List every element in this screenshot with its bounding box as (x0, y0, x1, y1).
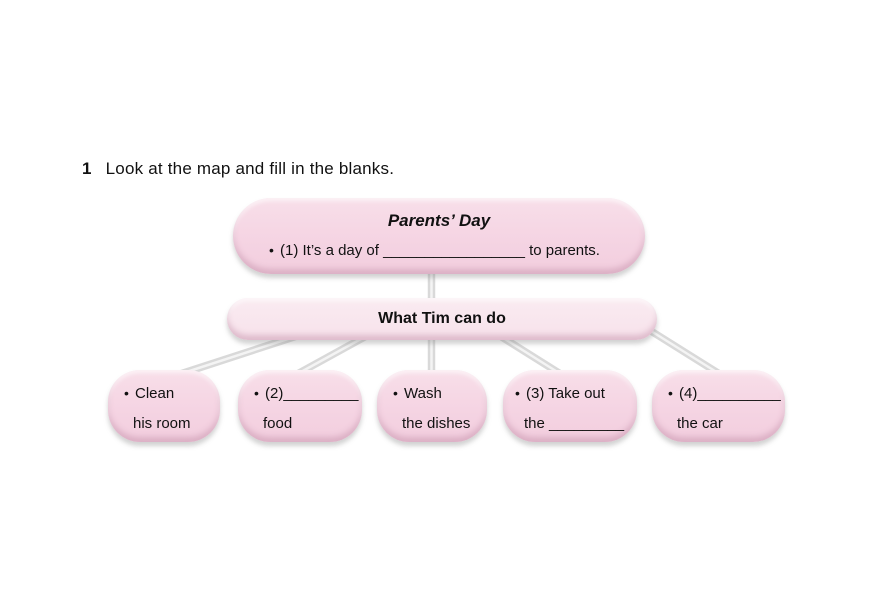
leaf-node-take-out-the-blank: • (3) Take out the _________ (503, 370, 637, 442)
exercise-heading: 1 Look at the map and fill in the blanks. (82, 158, 394, 180)
bullet-icon: • (515, 385, 520, 401)
connector-mid-to-leaf-5 (639, 322, 730, 382)
leaf-line-1: • (3) Take out (515, 378, 637, 409)
leaf-node-clean-his-room: • Clean his room (108, 370, 220, 442)
leaf-line-1: • (2)_________ (254, 378, 362, 409)
leaf-text: (2)_________ (265, 385, 359, 402)
mid-node-title: What Tim can do (378, 310, 506, 327)
leaf-line-1: • (4)__________ (668, 378, 785, 409)
bullet-icon: • (269, 242, 274, 258)
mid-node-what-tim-can-do: What Tim can do (227, 298, 657, 340)
leaf-text: Clean (135, 385, 175, 402)
leaf-line-2: the _________ (524, 415, 625, 432)
leaf-text: (3) Take out (526, 385, 605, 402)
leaf-node-blank-4-the-car: • (4)__________ the car (652, 370, 785, 442)
leaf-node-wash-the-dishes: • Wash the dishes (377, 370, 487, 442)
leaf-line-2: his room (133, 415, 191, 432)
leaf-text: Wash (404, 385, 442, 402)
leaf-line-1: • Wash (393, 378, 487, 409)
root-node-sentence: • (1) It’s a day of _________________ to … (233, 240, 645, 261)
root-node-title: Parents’ Day (387, 211, 491, 230)
leaf-text: (4)__________ (679, 385, 781, 402)
root-node-sentence-text: (1) It’s a day of _________________ to p… (280, 242, 600, 259)
leaf-line-2: the dishes (402, 415, 471, 432)
exercise-instruction: Look at the map and fill in the blanks. (105, 159, 395, 178)
bullet-icon: • (124, 385, 129, 401)
root-node-parents-day: Parents’ Day • (1) It’s a day of ________… (233, 198, 645, 274)
leaf-line-2: food (263, 415, 293, 432)
bullet-icon: • (668, 385, 673, 401)
bullet-icon: • (254, 385, 259, 401)
leaf-line-1: • Clean (124, 378, 220, 409)
leaf-node-blank-2-food: • (2)_________ food (238, 370, 362, 442)
leaf-line-2: the car (677, 415, 723, 432)
exercise-number: 1 (82, 159, 92, 178)
bullet-icon: • (393, 385, 398, 401)
